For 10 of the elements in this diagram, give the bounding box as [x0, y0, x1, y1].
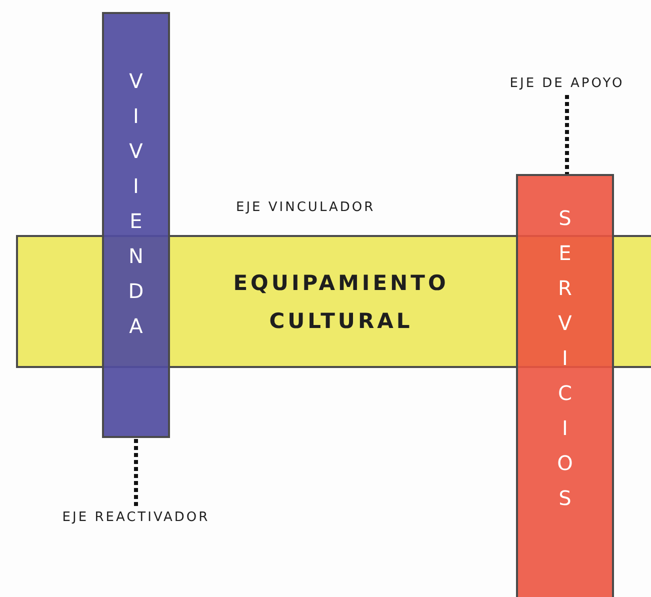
bar-label: EQUIPAMIENTO CULTURAL	[232, 270, 450, 334]
vertical-bar	[516, 174, 614, 597]
bar-label: VIVIENDA	[124, 69, 148, 351]
axis-label: EJE DE APOYO	[492, 76, 642, 91]
vertical-bar	[102, 12, 170, 438]
axis-label: EJE REACTIVADOR	[30, 510, 242, 525]
bar-label: SERVICIOS	[553, 206, 577, 523]
axis-label: EJE VINCULADOR	[236, 200, 376, 215]
leader-line	[565, 95, 569, 174]
leader-line	[134, 438, 138, 506]
